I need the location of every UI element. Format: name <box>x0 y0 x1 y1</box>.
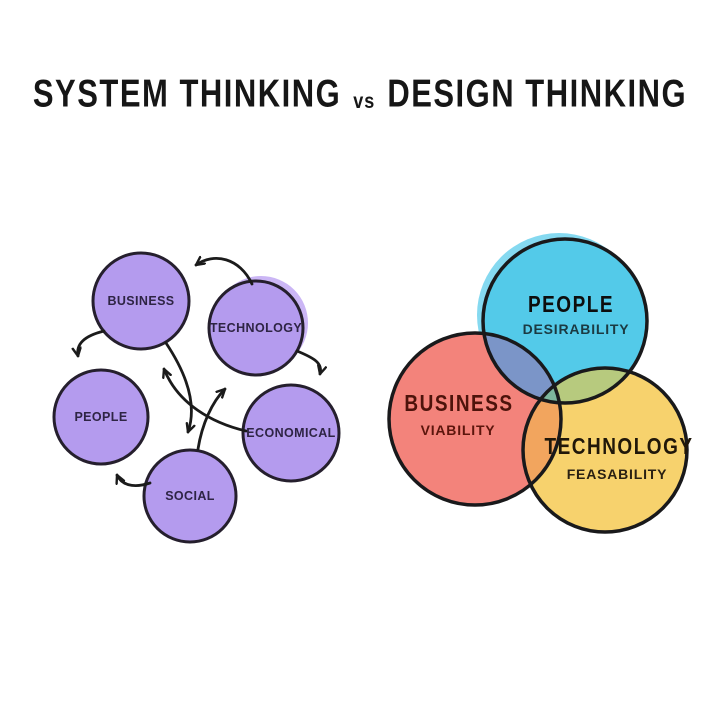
overlap-people-business <box>483 333 561 403</box>
title-system-thinking: SYSTEM THINKING <box>32 71 342 116</box>
venn-technology-sublabel: FEASABILITY <box>566 466 668 482</box>
node-business-label: BUSINESS <box>107 294 175 308</box>
node-economical-label: ECONOMICAL <box>246 426 336 440</box>
venn-business-outline <box>387 331 563 507</box>
edge-business-social <box>164 341 191 434</box>
venn-technology-circle <box>523 368 687 532</box>
page-title: SYSTEM THINKING vs DESIGN THINKING <box>0 68 720 120</box>
node-technology-label: TECHNOLOGY <box>209 321 303 335</box>
design-thinking-venn <box>387 233 689 534</box>
node-business <box>91 251 191 351</box>
node-people-label: PEOPLE <box>74 410 128 424</box>
edge-social-technology <box>196 387 227 451</box>
edge-social-people <box>117 473 152 487</box>
node-people <box>52 368 150 466</box>
venn-business-label: BUSINESS <box>404 391 514 417</box>
node-social <box>142 448 238 544</box>
edge-technology-business <box>194 258 254 286</box>
edge-technology-economical <box>295 349 321 376</box>
venn-technology-label: TECHNOLOGY <box>544 434 694 460</box>
title-design-thinking: DESIGN THINKING <box>387 71 688 116</box>
venn-business-sublabel: VIABILITY <box>420 422 496 438</box>
venn-people-outline <box>481 237 649 405</box>
venn-people-sublabel: DESIRABILITY <box>522 321 630 337</box>
venn-people-label: PEOPLE <box>527 292 615 318</box>
node-economical <box>241 383 341 483</box>
edge-business-people <box>78 329 106 358</box>
venn-technology-outline <box>521 366 689 534</box>
title-vs: vs <box>353 88 376 113</box>
system-thinking-diagram <box>52 251 341 544</box>
node-social-label: SOCIAL <box>165 489 215 503</box>
node-technology <box>207 279 305 377</box>
edge-economical-business <box>164 367 248 433</box>
